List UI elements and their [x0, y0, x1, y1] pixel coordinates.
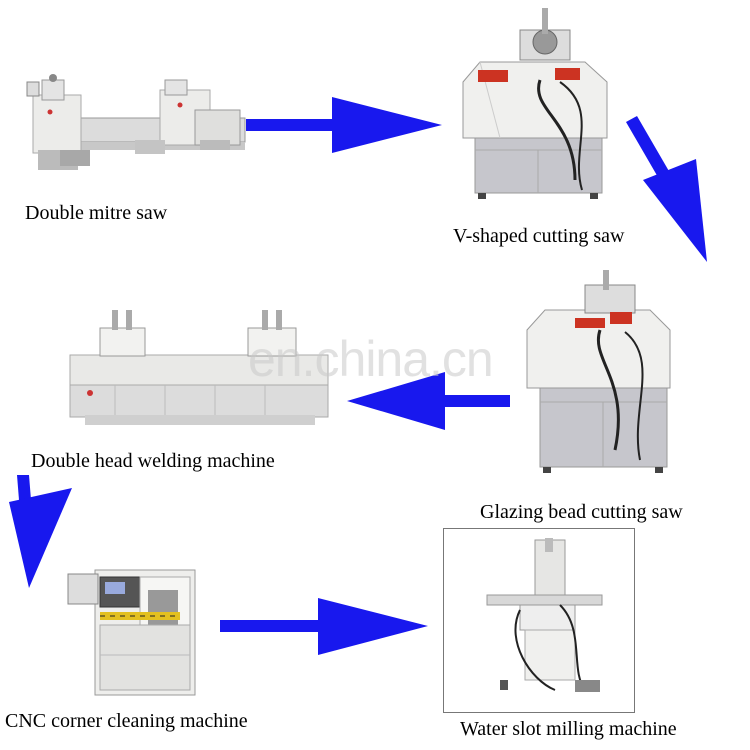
watermark-text: en.china.cn: [248, 331, 494, 387]
water-slot-milling-machine-image: [486, 538, 603, 692]
label-cnc-corner-cleaning-machine: CNC corner cleaning machine: [5, 710, 248, 732]
label-water-slot-milling-machine: Water slot milling machine: [460, 718, 677, 740]
label-double-head-welding-machine: Double head welding machine: [31, 450, 275, 472]
double-mitre-saw-image: [26, 74, 246, 170]
double-head-welding-machine-image: [69, 310, 329, 425]
arrow-v-to-glazing: [626, 116, 707, 262]
label-glazing-bead-cutting-saw: Glazing bead cutting saw: [480, 501, 683, 523]
arrow-welding-to-cnc: [9, 475, 72, 588]
cnc-corner-cleaning-machine-image: [67, 569, 196, 696]
arrow-glazing-to-welding: [347, 372, 510, 430]
arrow-mitre-to-v: [246, 97, 442, 153]
v-shaped-cutting-saw-image: [462, 8, 608, 199]
label-double-mitre-saw: Double mitre saw: [25, 202, 168, 224]
glazing-bead-cutting-saw-image: [526, 270, 671, 473]
label-v-shaped-cutting-saw: V-shaped cutting saw: [453, 225, 625, 247]
arrow-cnc-to-water-slot: [220, 598, 428, 655]
